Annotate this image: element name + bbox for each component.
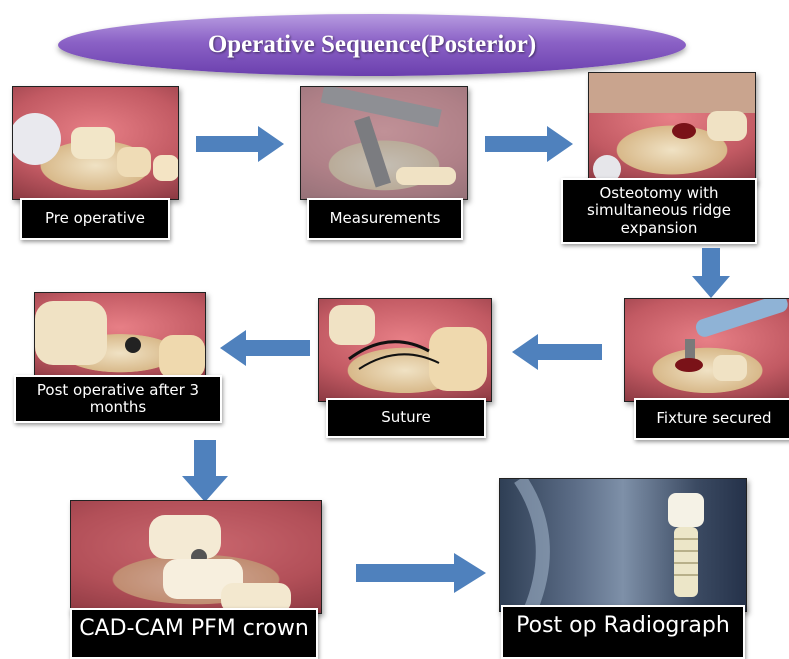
fixture-illustration [625,299,789,401]
photo-post-operative [34,292,206,380]
arrow-down-2-icon [182,440,228,502]
title-banner: Operative Sequence(Posterior) [58,14,686,76]
teeth-illustration [13,87,178,199]
label-pre-operative: Pre operative [20,198,170,240]
label-osteotomy: Osteotomy with simultaneous ridge expans… [561,178,757,244]
arrow-left-1-icon [512,334,602,370]
photo-cad-cam [70,500,322,614]
arrow-left-2-icon [220,330,310,366]
crown-illustration [71,501,321,613]
label-suture: Suture [326,398,486,438]
label-cad-cam: CAD-CAM PFM crown [70,608,318,659]
label-fixture-secured: Fixture secured [634,398,789,440]
photo-fixture-secured [624,298,789,402]
label-measurements: Measurements [307,198,463,240]
photo-suture [318,298,492,402]
osteotomy-illustration [589,73,755,183]
implant-xray-illustration [500,479,746,611]
arrow-right-3-icon [356,553,486,593]
suture-illustration [319,299,491,401]
label-post-operative: Post operative after 3 months [14,375,222,423]
caliper-illustration [301,87,467,199]
arrow-right-1-icon [196,126,284,162]
arrow-down-1-icon [692,248,730,298]
photo-radiograph [499,478,747,612]
label-radiograph: Post op Radiograph [501,605,745,659]
photo-osteotomy [588,72,756,184]
page-title: Operative Sequence(Posterior) [208,31,536,59]
arrow-right-2-icon [485,126,573,162]
photo-pre-operative [12,86,179,200]
photo-measurements [300,86,468,200]
post-operative-illustration [35,293,205,379]
